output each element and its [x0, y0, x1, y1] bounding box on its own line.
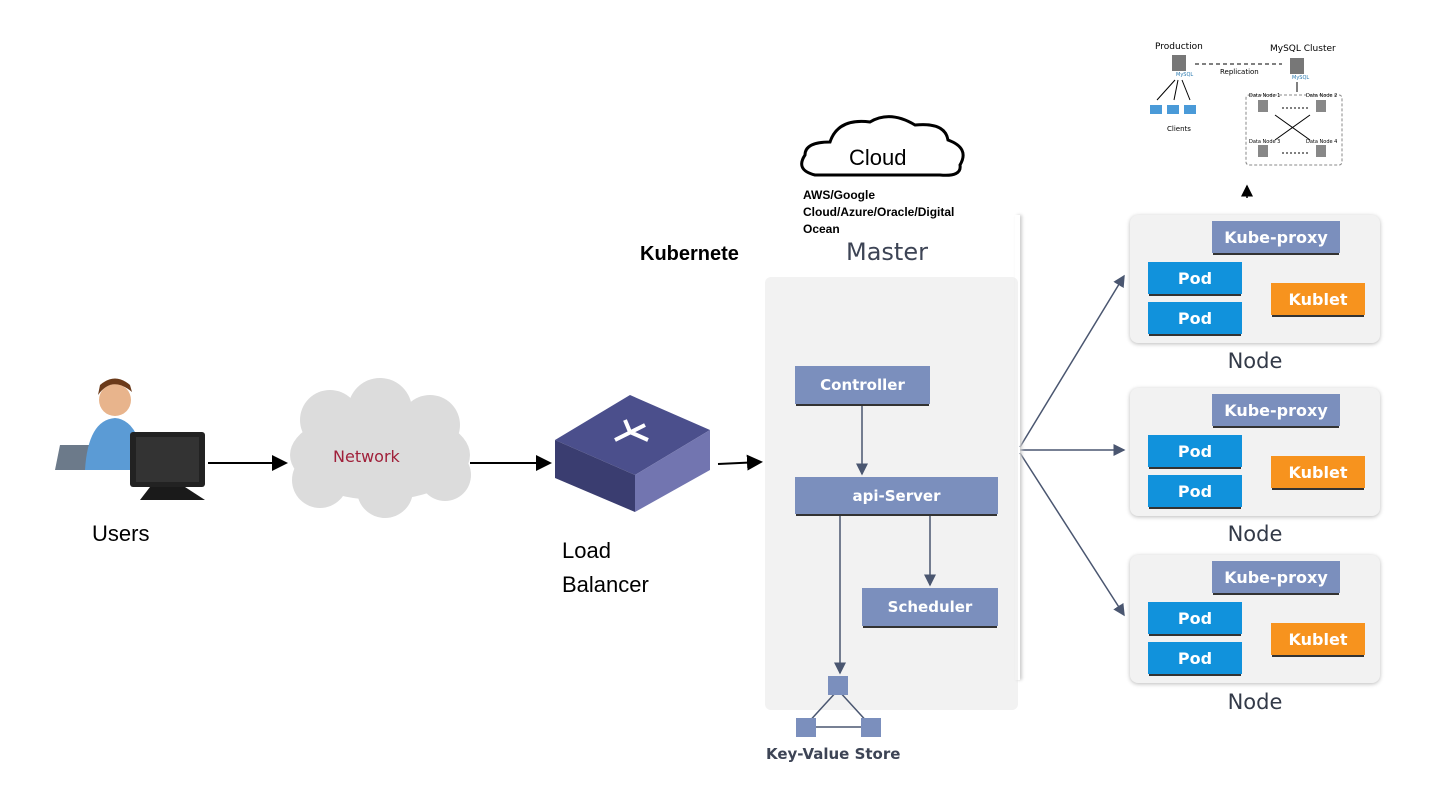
mysql-production-label: Production — [1155, 42, 1203, 52]
kublet-box: Kublet — [1271, 283, 1365, 315]
kube-proxy-box: Kube-proxy — [1212, 394, 1340, 426]
kube-proxy-box: Kube-proxy — [1212, 561, 1340, 593]
master-title: Master — [846, 238, 928, 266]
load-balancer-icon — [555, 395, 710, 512]
mysql-clients-label: Clients — [1167, 125, 1191, 133]
node-label: Node — [1227, 349, 1283, 373]
scheduler-box: Scheduler — [862, 588, 998, 626]
user-computer-icon — [55, 378, 205, 500]
node-label: Node — [1227, 522, 1283, 546]
kv-store-label: Key-Value Store — [766, 745, 901, 763]
mysql-replication-label: Replication — [1220, 68, 1259, 76]
node-label: Node — [1227, 690, 1283, 714]
pod-box: Pod — [1148, 262, 1242, 294]
network-cloud-icon — [290, 378, 471, 518]
providers-line: Ocean — [803, 222, 840, 236]
cloud-providers: AWS/Google Cloud/Azure/Oracle/Digital Oc… — [803, 187, 954, 238]
cloud-label: Cloud — [849, 145, 907, 170]
pod-box: Pod — [1148, 602, 1242, 634]
kublet-box: Kublet — [1271, 456, 1365, 488]
node-panel: Kube-proxy Pod Pod Kublet — [1130, 215, 1380, 343]
kube-proxy-box: Kube-proxy — [1212, 221, 1340, 253]
load-balancer-label-1: Load — [562, 538, 611, 563]
pod-box: Pod — [1148, 435, 1242, 467]
mysql-logo: MySQL — [1176, 72, 1194, 78]
users-label: Users — [92, 521, 150, 546]
kubernetes-label: Kubernete — [640, 243, 739, 265]
network-label: Network — [333, 447, 400, 466]
pod-box: Pod — [1148, 642, 1242, 674]
data-node-label: Data Node 3 — [1249, 139, 1281, 145]
pod-box: Pod — [1148, 302, 1242, 334]
cloud-icon — [800, 115, 965, 177]
providers-line: Cloud/Azure/Oracle/Digital — [803, 205, 955, 219]
data-node-label: Data Node 4 — [1306, 139, 1338, 145]
mysql-cluster-label: MySQL Cluster — [1270, 44, 1336, 54]
controller-box: Controller — [795, 366, 930, 404]
master-shadow — [1015, 215, 1020, 680]
kublet-box: Kublet — [1271, 623, 1365, 655]
api-server-box: api-Server — [795, 477, 998, 514]
providers-line: AWS/Google — [803, 188, 875, 202]
data-node-label: Data Node 1 — [1249, 93, 1281, 99]
mysql-logo: MySQL — [1292, 75, 1310, 81]
mysql-cluster-diagram — [1150, 55, 1343, 166]
node-panel: Kube-proxy Pod Pod Kublet — [1130, 555, 1380, 683]
key-value-store-icon — [796, 676, 881, 737]
data-node-label: Data Node 2 — [1306, 93, 1338, 99]
pod-box: Pod — [1148, 475, 1242, 507]
load-balancer-label-2: Balancer — [562, 572, 649, 597]
node-panel: Kube-proxy Pod Pod Kublet — [1130, 388, 1380, 516]
